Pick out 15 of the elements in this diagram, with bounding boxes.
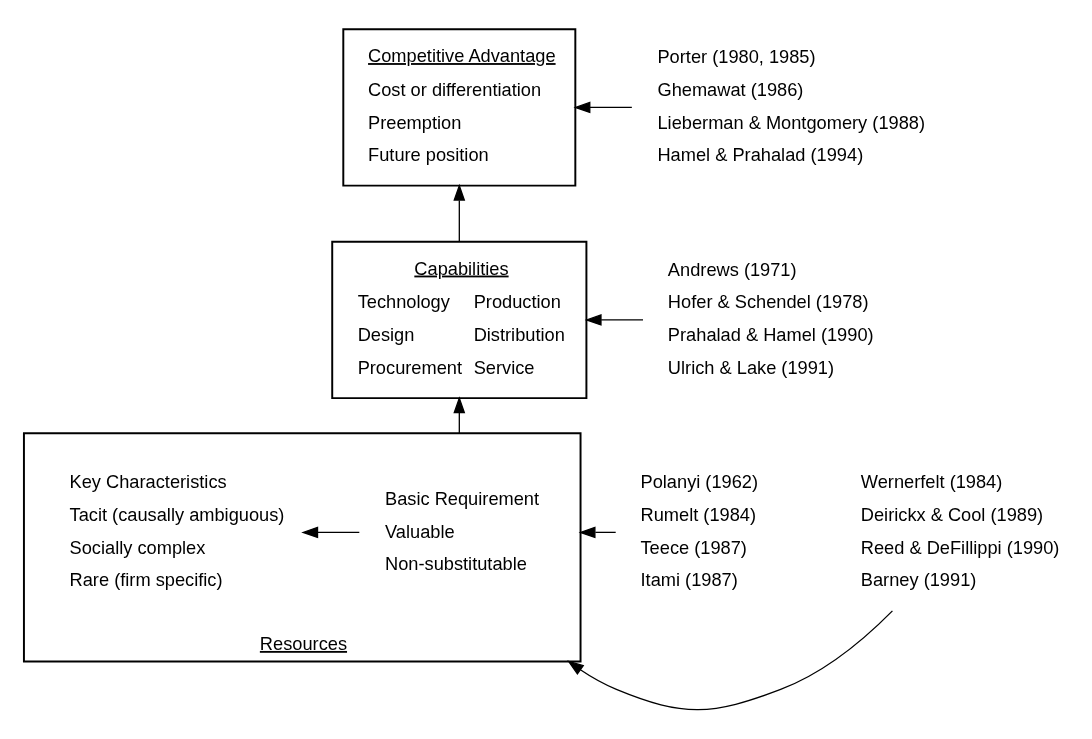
node-box: Competitive Advantage Cost or differentiation Preemption Future position (342, 28, 577, 187)
arrow (584, 313, 644, 326)
node-text: Polanyi (1962) Rumelt (1984) Teece (1987) Itami (1987) (640, 471, 759, 591)
arrow (453, 396, 466, 434)
arrow (567, 610, 894, 711)
node-text: Key Characteristics Tacit (causally ambiguous) Socially complex Rare (firm specific) (69, 471, 285, 591)
node-text: Wernerfelt (1984) Deirickx & Cool (1989) Reed & DeFillippi (1990) Barney (1991) (860, 471, 1060, 591)
arrow (578, 526, 617, 539)
node-box: Capabilities Technology Production Design Distribution Procurement Service (331, 240, 588, 400)
node-text: Porter (1980, 1985) Ghemawat (1986) Lieberman & Montgomery (1988) Hamel & Prahalad (1994) (657, 46, 926, 166)
node-text: Andrews (1971) Hofer & Schendel (1978) Prahalad & Hamel (1990) Ulrich & Lake (1991) (667, 258, 874, 378)
arrow (573, 101, 633, 114)
node-text: Basic Requirement Valuable Non-substitutable (385, 488, 540, 575)
arrow (453, 183, 466, 243)
arrow (301, 526, 360, 539)
